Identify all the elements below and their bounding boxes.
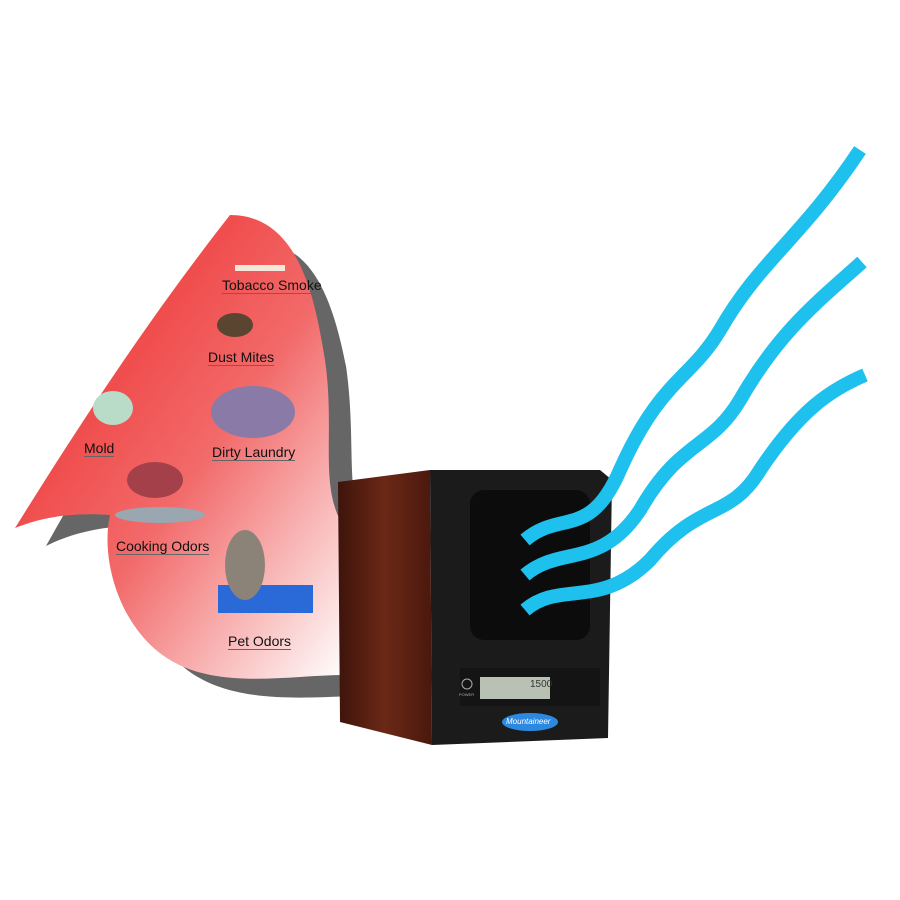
label-dirty-laundry: Dirty Laundry [212,444,296,461]
label-pet-odors: Pet Odors [228,633,292,650]
lcd-display [480,677,550,699]
label-cooking-odors: Cooking Odors [116,538,210,555]
air-purifier [338,470,612,745]
label-dust-mites: Dust Mites [208,349,275,366]
pollutant-pictures [93,265,313,613]
dust-mite-image [217,313,253,337]
onion-image [127,462,183,498]
cigarette-image [235,265,285,271]
wave-3 [520,368,868,616]
brand-logo-text: Mountaineer [506,717,551,726]
clean-air-waves [520,146,868,616]
laundry-image [211,386,295,438]
cabinet-side [338,470,432,745]
cat-image [225,530,265,600]
power-label: POWER [459,692,475,697]
wave-1 [520,146,866,546]
label-mold: Mold [84,440,115,457]
mold-image [93,391,133,425]
power-icon [461,678,473,690]
brand-logo [502,713,558,731]
fish-image [115,507,205,523]
lcd-value: 1500 [530,679,553,690]
label-tobacco-smoke: Tobacco Smoke [222,277,322,294]
wave-2 [520,256,867,581]
